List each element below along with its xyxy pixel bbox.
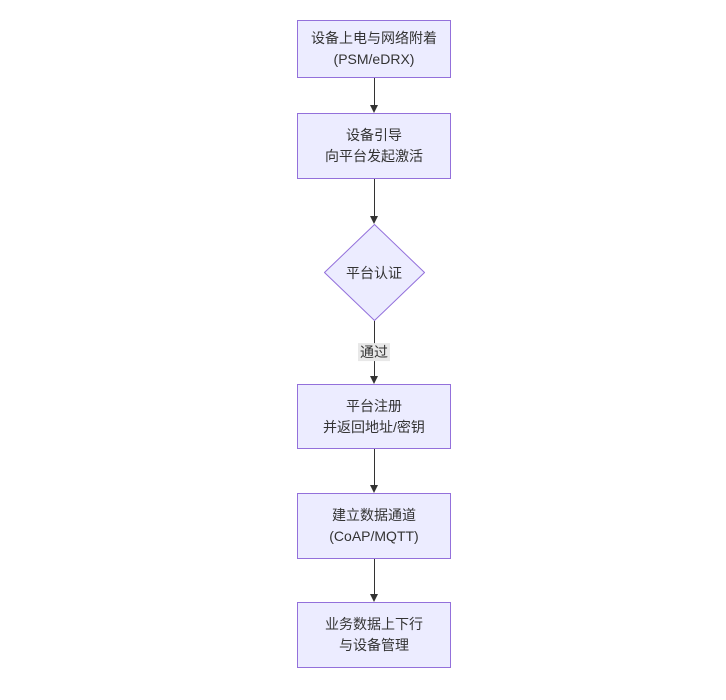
node-platform-register: 平台注册 并返回地址/密钥 — [297, 384, 451, 449]
arrowhead-icon — [370, 105, 378, 113]
flow-arrow-5 — [370, 559, 378, 602]
node-business-data-device-mgmt: 业务数据上下行 与设备管理 — [297, 602, 451, 668]
node-text-line: (CoAP/MQTT) — [329, 528, 419, 544]
flow-arrow-4 — [370, 449, 378, 493]
node-text-line: 业务数据上下行 — [325, 616, 423, 632]
arrow-line — [373, 449, 375, 485]
arrowhead-icon — [370, 594, 378, 602]
node-device-bootstrap-activate: 设备引导 向平台发起激活 — [297, 113, 451, 179]
node-device-power-network-attach: 设备上电与网络附着 (PSM/eDRX) — [297, 20, 451, 78]
arrowhead-icon — [370, 216, 378, 224]
arrowhead-icon — [370, 376, 378, 384]
arrow-line — [373, 78, 375, 105]
flow-arrow-1 — [370, 78, 378, 113]
node-text-line: 平台注册 — [346, 397, 402, 414]
node-text-line: 并返回地址/密钥 — [323, 418, 425, 435]
node-text-line: 与设备管理 — [339, 637, 409, 653]
arrow-line — [373, 179, 375, 216]
diamond-shape — [323, 224, 425, 321]
node-text-line: 向平台发起激活 — [325, 148, 423, 164]
node-text-line: (PSM/eDRX) — [333, 51, 415, 67]
node-text-line: 设备上电与网络附着 — [311, 30, 437, 46]
decision-platform-auth: 平台认证 — [323, 224, 425, 321]
decision-label: 平台认证 — [346, 264, 402, 281]
arrowhead-icon — [370, 485, 378, 493]
node-text-line: 建立数据通道 — [332, 507, 416, 523]
flow-arrow-2 — [370, 179, 378, 224]
node-text-line: 设备引导 — [346, 127, 402, 143]
node-data-channel: 建立数据通道 (CoAP/MQTT) — [297, 493, 451, 559]
edge-label-pass: 通过 — [358, 342, 390, 361]
arrow-line — [373, 559, 375, 594]
flow-arrow-3: 通过 — [358, 321, 390, 384]
